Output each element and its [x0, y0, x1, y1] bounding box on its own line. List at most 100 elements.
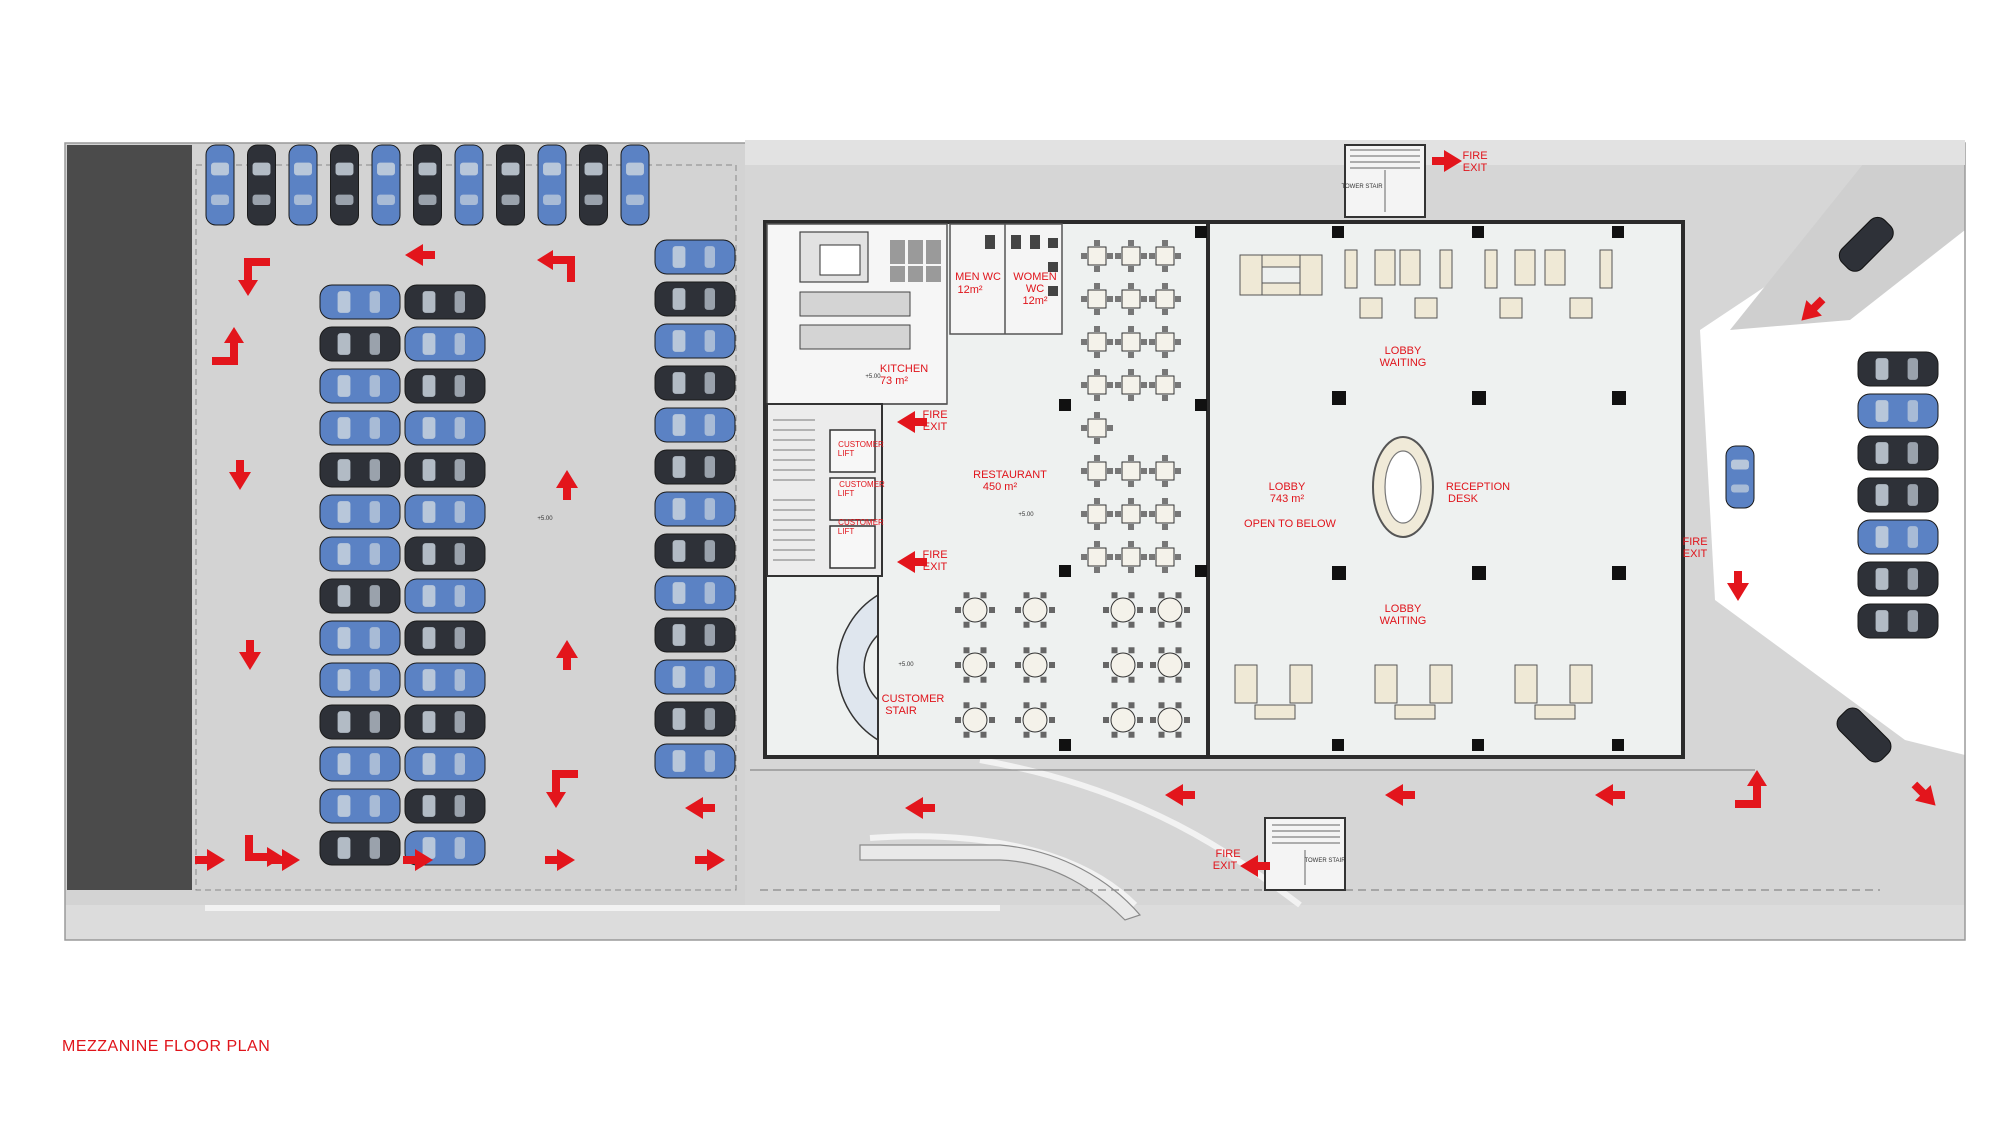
fire-exit-stair-2: EXIT	[923, 561, 948, 573]
customer-lift-2-label: CUSTOMER	[839, 480, 885, 489]
traffic-arrow	[1385, 784, 1415, 806]
plan-title: MEZZANINE FLOOR PLAN	[62, 1038, 270, 1055]
round-table	[955, 647, 995, 683]
level-restaurant: +5.00	[1018, 512, 1034, 518]
car	[319, 704, 401, 740]
round-table	[1103, 702, 1143, 738]
car	[654, 449, 736, 485]
restaurant-area: 450 m²	[983, 481, 1018, 493]
traffic-arrow	[1240, 855, 1270, 877]
north-stair-tag: TOWER STAIR	[1341, 184, 1383, 190]
traffic-arrow	[405, 244, 435, 266]
lobby-waiting-bottom-2: WAITING	[1380, 615, 1427, 627]
square-table	[1115, 240, 1147, 272]
parking-cars	[205, 144, 1939, 866]
traffic-arrow	[545, 849, 575, 871]
square-table	[1149, 326, 1181, 358]
car	[454, 144, 484, 226]
columns	[1059, 226, 1626, 751]
lobby-area: 743 m²	[1270, 493, 1305, 505]
traffic-arrow	[1432, 150, 1462, 172]
car	[330, 144, 359, 226]
car	[404, 662, 486, 698]
turn-arrow	[546, 770, 578, 808]
women-wc-area: 12m²	[1022, 295, 1047, 307]
square-table	[1081, 412, 1113, 444]
car	[319, 368, 401, 404]
level-stair: +5.00	[898, 662, 914, 668]
square-table	[1149, 541, 1181, 573]
car	[319, 326, 401, 362]
car	[579, 144, 608, 226]
customer-lift-1-label-2: LIFT	[838, 449, 855, 458]
car	[654, 617, 736, 653]
car	[1857, 561, 1939, 597]
round-table	[1015, 592, 1055, 628]
building	[763, 220, 1685, 759]
car	[1857, 351, 1939, 387]
sofa-set-n1	[1344, 249, 1453, 319]
car	[1857, 519, 1939, 555]
south-stair-tag: TOWER STAIR	[1304, 858, 1346, 864]
car	[319, 620, 401, 656]
turn-arrow	[537, 250, 575, 282]
restaurant-tables	[955, 240, 1190, 738]
traffic-arrow	[556, 470, 578, 500]
traffic-arrow	[239, 640, 261, 670]
car	[537, 144, 567, 226]
level-kitchen: +5.00	[865, 374, 881, 380]
car	[404, 368, 486, 404]
sofa-set-s3	[1514, 664, 1593, 720]
level-marks: +5.00 +5.00 +5.00 +5.00	[537, 374, 1034, 668]
round-table	[1015, 647, 1055, 683]
traffic-arrow	[270, 849, 300, 871]
car	[1725, 445, 1755, 509]
car	[371, 144, 401, 226]
car	[319, 746, 401, 782]
square-table	[1115, 541, 1147, 573]
open-to-below-label: OPEN TO BELOW	[1244, 518, 1337, 530]
car	[654, 491, 736, 527]
car	[319, 830, 401, 866]
round-table	[955, 592, 995, 628]
women-wc-label-2: WC	[1026, 283, 1044, 295]
car	[404, 284, 486, 320]
north-tower-stair: TOWER STAIR	[1341, 144, 1426, 218]
fire-exit-top-2: EXIT	[1463, 162, 1488, 174]
south-curb	[65, 905, 1965, 940]
car	[288, 144, 318, 226]
kitchen-label: KITCHEN	[880, 363, 928, 375]
square-table	[1149, 240, 1181, 272]
car	[404, 452, 486, 488]
customer-lift-2-label-2: LIFT	[838, 489, 855, 498]
sofa-set-n2	[1484, 249, 1613, 319]
car	[319, 284, 401, 320]
car	[404, 578, 486, 614]
fire-exit-stair: FIRE	[922, 549, 947, 561]
traffic-arrow	[1911, 781, 1936, 806]
square-table	[1149, 283, 1181, 315]
car	[319, 662, 401, 698]
traffic-arrow	[229, 460, 251, 490]
car	[247, 144, 276, 226]
car	[319, 536, 401, 572]
traffic-arrow	[897, 411, 927, 433]
car	[413, 144, 442, 226]
kitchen-area: 73 m²	[880, 375, 908, 387]
customer-stair-label-2: STAIR	[885, 705, 917, 717]
turn-arrow	[1735, 770, 1767, 808]
men-wc-label: MEN WC	[955, 271, 1001, 283]
car	[404, 704, 486, 740]
south-tower-stair: TOWER STAIR	[1264, 817, 1346, 891]
lobby-furniture	[1234, 249, 1613, 720]
car	[1857, 435, 1939, 471]
round-table	[1015, 702, 1055, 738]
square-table	[1115, 369, 1147, 401]
sofa-set-s2	[1374, 664, 1453, 720]
square-table	[1081, 498, 1113, 530]
car	[654, 323, 736, 359]
fire-exit-kitchen-2: EXIT	[923, 421, 948, 433]
traffic-arrow	[1801, 296, 1826, 321]
fire-exit-east: FIRE	[1682, 536, 1707, 548]
